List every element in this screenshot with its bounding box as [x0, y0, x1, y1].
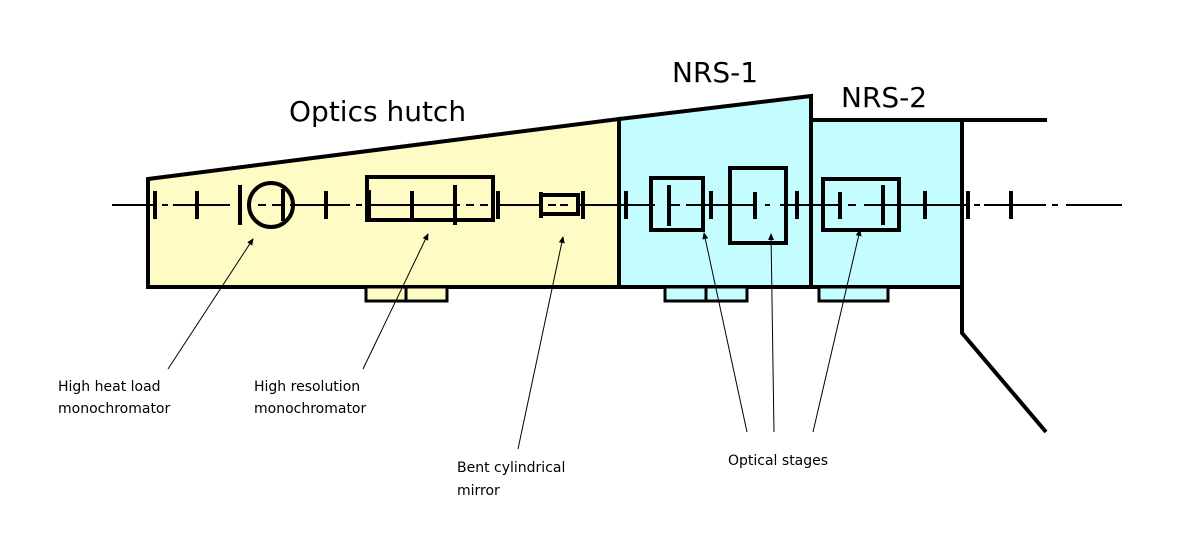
bent-cylindrical-mirror — [539, 192, 580, 218]
high-heat-load-monochromator — [247, 181, 295, 229]
leader-line-stage-1 — [702, 232, 748, 433]
label-hhlm-line1: High heat load — [58, 379, 161, 395]
support-foot — [404, 285, 449, 303]
high-resolution-monochromator — [365, 175, 495, 225]
optics-hutch-region — [146, 116, 621, 289]
label-hhlm-line2: monochromator — [58, 401, 170, 417]
leader-line-bcm — [517, 236, 565, 450]
optics-hutch-title: Optics hutch — [289, 95, 466, 128]
nrs-1-title: NRS-1 — [672, 56, 758, 89]
label-bcm-line1: Bent cylindrical — [457, 460, 565, 476]
beam-slits — [153, 185, 1013, 225]
support-foot — [704, 285, 749, 303]
support-foot — [817, 285, 890, 303]
nrs-2-region — [809, 118, 964, 289]
label-hrm-line1: High resolution — [254, 379, 360, 395]
nrs-1-region — [617, 93, 813, 289]
leader-line-stage-3 — [812, 229, 862, 433]
label-bcm-line2: mirror — [457, 483, 500, 499]
label-hrm-line2: monochromator — [254, 401, 366, 417]
nrs-2-title: NRS-2 — [841, 81, 927, 114]
leader-line-hhlm — [167, 238, 254, 370]
leader-lines — [167, 229, 862, 450]
support-foot — [364, 285, 408, 303]
shield-wall-lower — [960, 287, 1048, 434]
support-foot — [663, 285, 708, 303]
leader-line-hrm — [362, 233, 429, 370]
leader-line-stage-2 — [768, 233, 775, 433]
optical-stage-2 — [728, 166, 788, 245]
optical-stage-1 — [649, 176, 705, 232]
label-optical-stages: Optical stages — [728, 453, 828, 469]
